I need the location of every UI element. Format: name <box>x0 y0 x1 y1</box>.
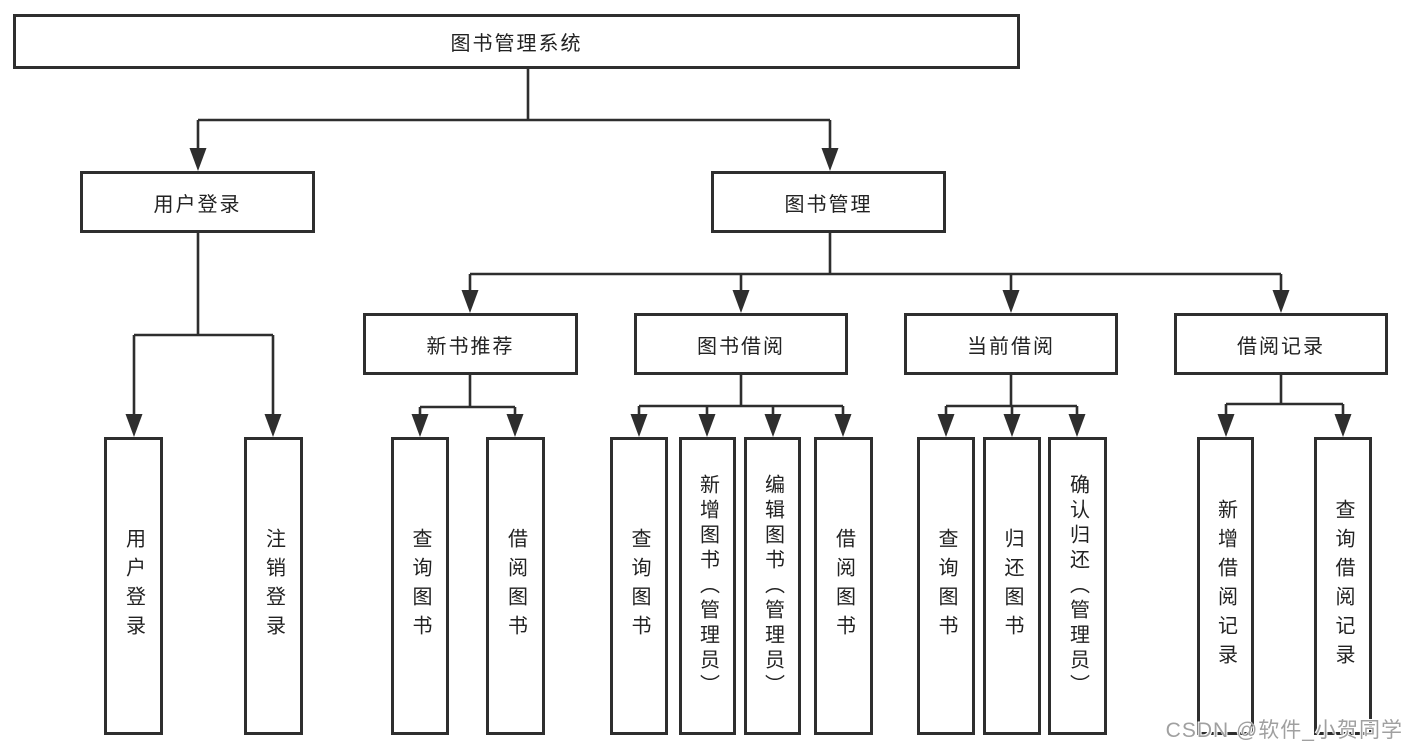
node-root: 图书管理系统 <box>13 14 1020 69</box>
node-br-query-record: 查询借阅记录 <box>1314 437 1372 735</box>
node-label: 新增图书（管理员） <box>696 473 719 699</box>
node-label: 查询图书 <box>628 528 650 644</box>
node-label: 归还图书 <box>1001 528 1023 644</box>
arrowheads <box>125 148 1352 437</box>
node-label: 查询借阅记录 <box>1332 499 1354 673</box>
node-label: 借阅图书 <box>504 528 527 644</box>
node-label: 用户登录 <box>153 193 242 216</box>
node-label: 确认归还（管理员） <box>1066 473 1089 699</box>
node-label: 编辑图书（管理员） <box>761 473 784 699</box>
node-bb-edit-books-admin: 编辑图书（管理员） <box>744 437 801 735</box>
node-label: 新增借阅记录 <box>1214 499 1237 673</box>
node-current-borrowing: 当前借阅 <box>904 313 1118 375</box>
node-user-login: 用户登录 <box>80 171 315 233</box>
node-label: 借阅图书 <box>832 528 855 644</box>
node-book-management: 图书管理 <box>711 171 946 233</box>
node-br-add-record: 新增借阅记录 <box>1197 437 1254 735</box>
node-logout: 注销登录 <box>244 437 303 735</box>
node-rec-borrow-books: 借阅图书 <box>486 437 545 735</box>
node-label: 查询图书 <box>409 528 431 644</box>
node-label: 用户登录 <box>122 528 145 644</box>
node-bb-query-books: 查询图书 <box>610 437 668 735</box>
node-label: 当前借阅 <box>967 335 1055 358</box>
node-cb-return-books: 归还图书 <box>983 437 1041 735</box>
node-book-borrowing: 图书借阅 <box>634 313 848 375</box>
node-cb-confirm-return-admin: 确认归还（管理员） <box>1048 437 1107 735</box>
node-label: 图书借阅 <box>697 335 785 358</box>
node-borrowing-records: 借阅记录 <box>1174 313 1388 375</box>
node-new-book-recommend: 新书推荐 <box>363 313 578 375</box>
node-label: 图书管理 <box>784 193 873 216</box>
node-label: 借阅记录 <box>1237 335 1325 358</box>
watermark-text: CSDN @软件_小贺同学 <box>1165 719 1403 742</box>
node-label: 新书推荐 <box>426 335 515 358</box>
node-label: 图书管理系统 <box>450 33 583 55</box>
node-login: 用户登录 <box>104 437 163 735</box>
node-cb-query-books: 查询图书 <box>917 437 975 735</box>
node-label: 注销登录 <box>262 528 285 644</box>
node-label: 查询图书 <box>935 528 957 644</box>
node-rec-query-books: 查询图书 <box>391 437 449 735</box>
node-bb-add-books-admin: 新增图书（管理员） <box>679 437 736 735</box>
node-bb-borrow-books: 借阅图书 <box>814 437 873 735</box>
